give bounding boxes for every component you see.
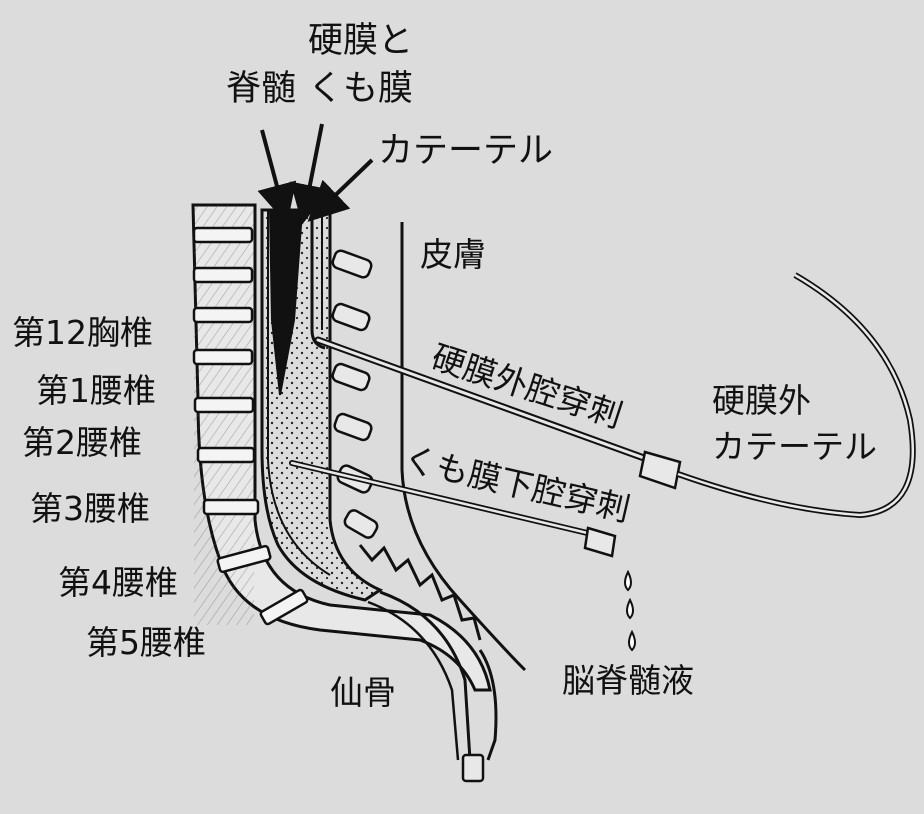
csf-drop [624,569,632,592]
subarachnoid-needle-hub [583,526,617,558]
label-sacrum: 仙骨 [330,673,396,712]
sacral-canal-inner [367,600,460,761]
disc [193,396,255,414]
coccyx-tip [461,753,485,783]
arrow-spinal-cord [257,129,297,225]
disc [192,266,254,284]
label-dura-arachnoid-line2: くも膜 [308,69,414,109]
label-dura-arachnoid-line1: 硬膜と [308,21,414,61]
needle-hub [638,450,682,490]
label-catheter-top: カテーテル [378,131,554,171]
label-t12: 第12胸椎 [12,313,153,352]
spinous-process [331,302,371,332]
label-l4: 第4腰椎 [58,563,178,602]
sacral-canal [379,590,472,761]
epidural-needle-lumen [316,338,657,464]
sacral-ridge [358,544,482,641]
epidural-catheter-core [677,273,915,517]
label-epidural-catheter-line1: 硬膜外 [712,381,811,420]
label-epidural-catheter-line2: カテーテル [712,427,877,466]
arrow-catheter [307,158,374,222]
disc [196,446,256,464]
disc [216,544,272,574]
dura-inner-line [267,210,331,576]
label-l1: 第1腰椎 [36,371,156,410]
disc [202,498,260,516]
arrow-dura-arachnoid [290,123,330,225]
label-l5: 第5腰椎 [86,623,206,662]
spinous-process [333,412,373,442]
label-csf: 脳脊髄液 [562,661,694,700]
skin-line [400,222,527,672]
spinous-process [331,249,373,279]
disc [192,226,254,244]
label-spinal-cord: 脊髄 [226,69,297,109]
disc [192,348,254,366]
label-arrows [257,123,374,225]
subarachnoid-needle-lumen [290,461,602,538]
sacrum-outline [478,649,498,761]
spinous-process [331,362,371,392]
epidural-needle-hub [638,450,682,490]
csf-drop [628,629,636,652]
label-skin: 皮膚 [420,235,486,274]
disc [192,306,254,324]
intervertebral-discs [192,226,309,626]
disc [259,588,309,626]
csf-drops [624,569,636,652]
label-l3: 第3腰椎 [30,489,150,528]
intrathecal-catheter [310,212,326,350]
csf-drop [626,597,634,620]
label-l2: 第2腰椎 [22,423,142,462]
spinous-process [343,509,379,539]
spinous-processes [331,249,379,539]
